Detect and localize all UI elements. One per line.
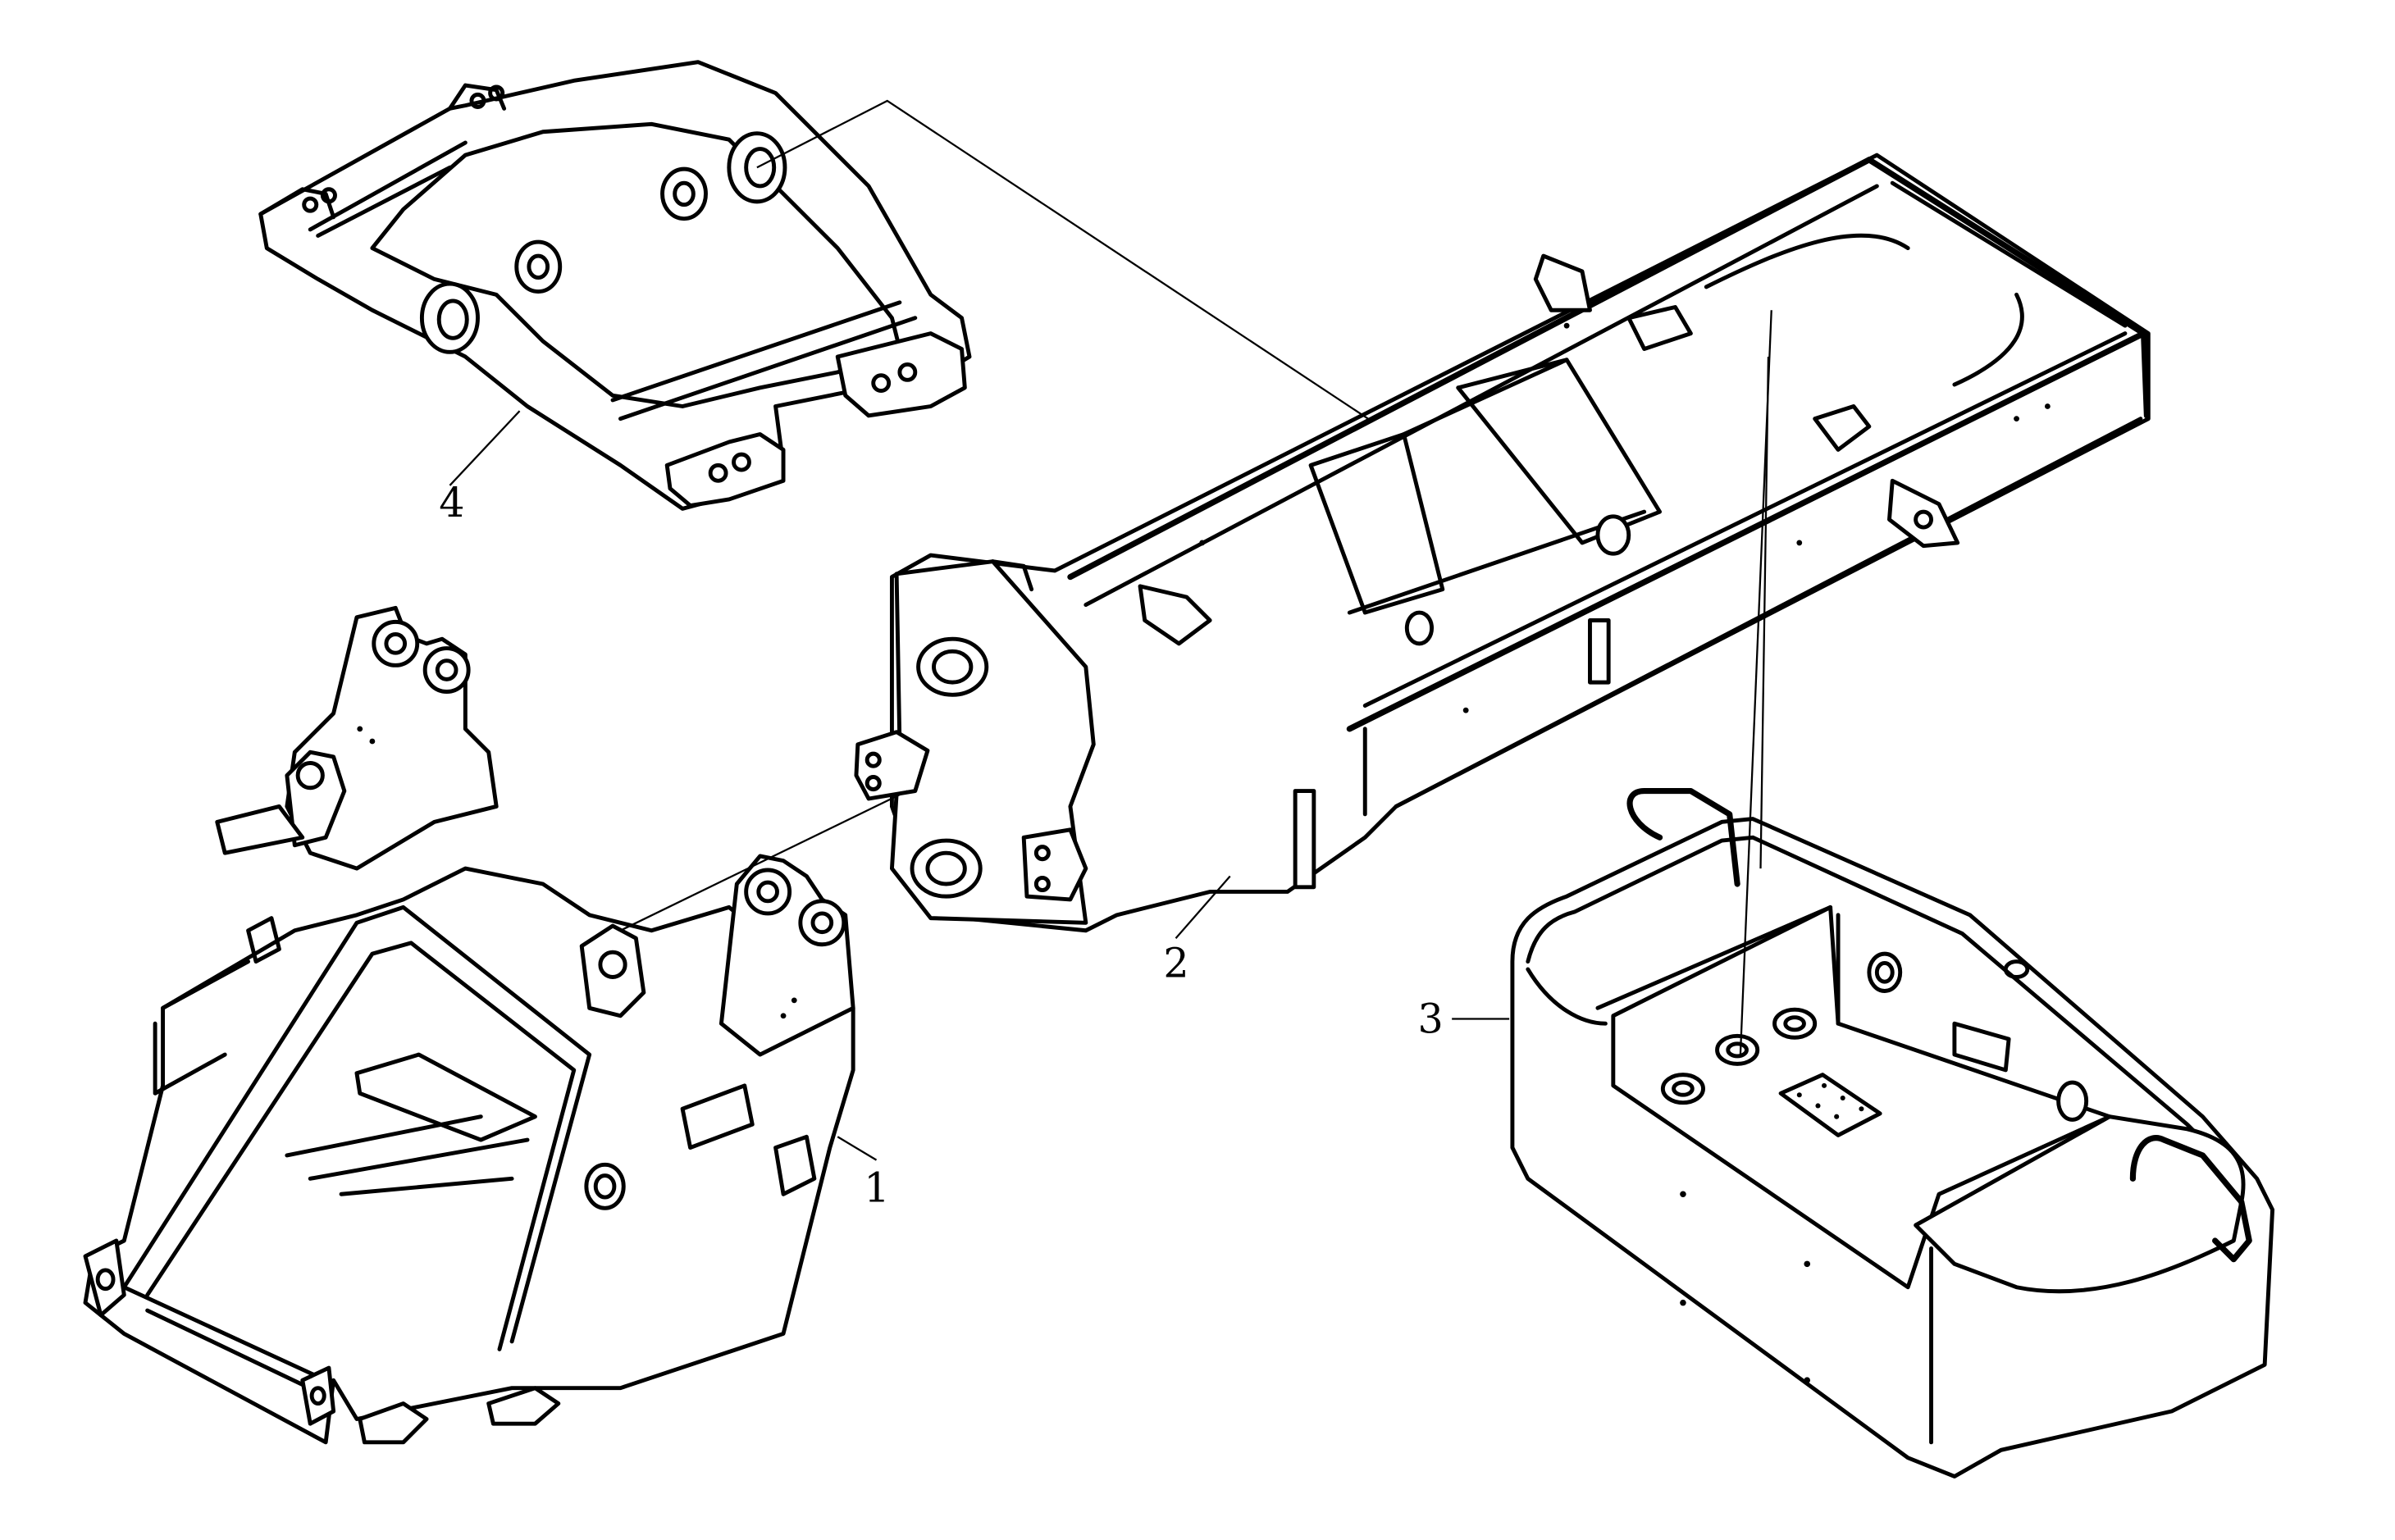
part-3-counterweight bbox=[1510, 787, 2275, 1478]
part-4-subframe bbox=[258, 60, 972, 511]
leader-4-to-2 bbox=[756, 99, 1374, 423]
part-2-main-frame bbox=[854, 153, 2151, 933]
part-1-front-frame bbox=[83, 605, 855, 1445]
callout-4-label: 4 bbox=[439, 479, 464, 526]
callout-2-label: 2 bbox=[1163, 939, 1188, 986]
callout-1: 1 bbox=[837, 1136, 890, 1212]
callout-3-label: 3 bbox=[1418, 996, 1444, 1043]
callout-2-leader bbox=[1175, 875, 1231, 939]
callout-4: 4 bbox=[439, 410, 521, 526]
callout-1-leader bbox=[837, 1136, 878, 1161]
callout-4-leader bbox=[449, 410, 521, 486]
callout-2: 2 bbox=[1163, 875, 1231, 986]
callout-3: 3 bbox=[1418, 996, 1510, 1043]
leader-2-to-3-b bbox=[1759, 356, 1770, 869]
leader-1-to-2 bbox=[619, 790, 908, 932]
callout-1-label: 1 bbox=[864, 1164, 889, 1212]
assembly-leader-lines bbox=[619, 99, 1772, 1055]
